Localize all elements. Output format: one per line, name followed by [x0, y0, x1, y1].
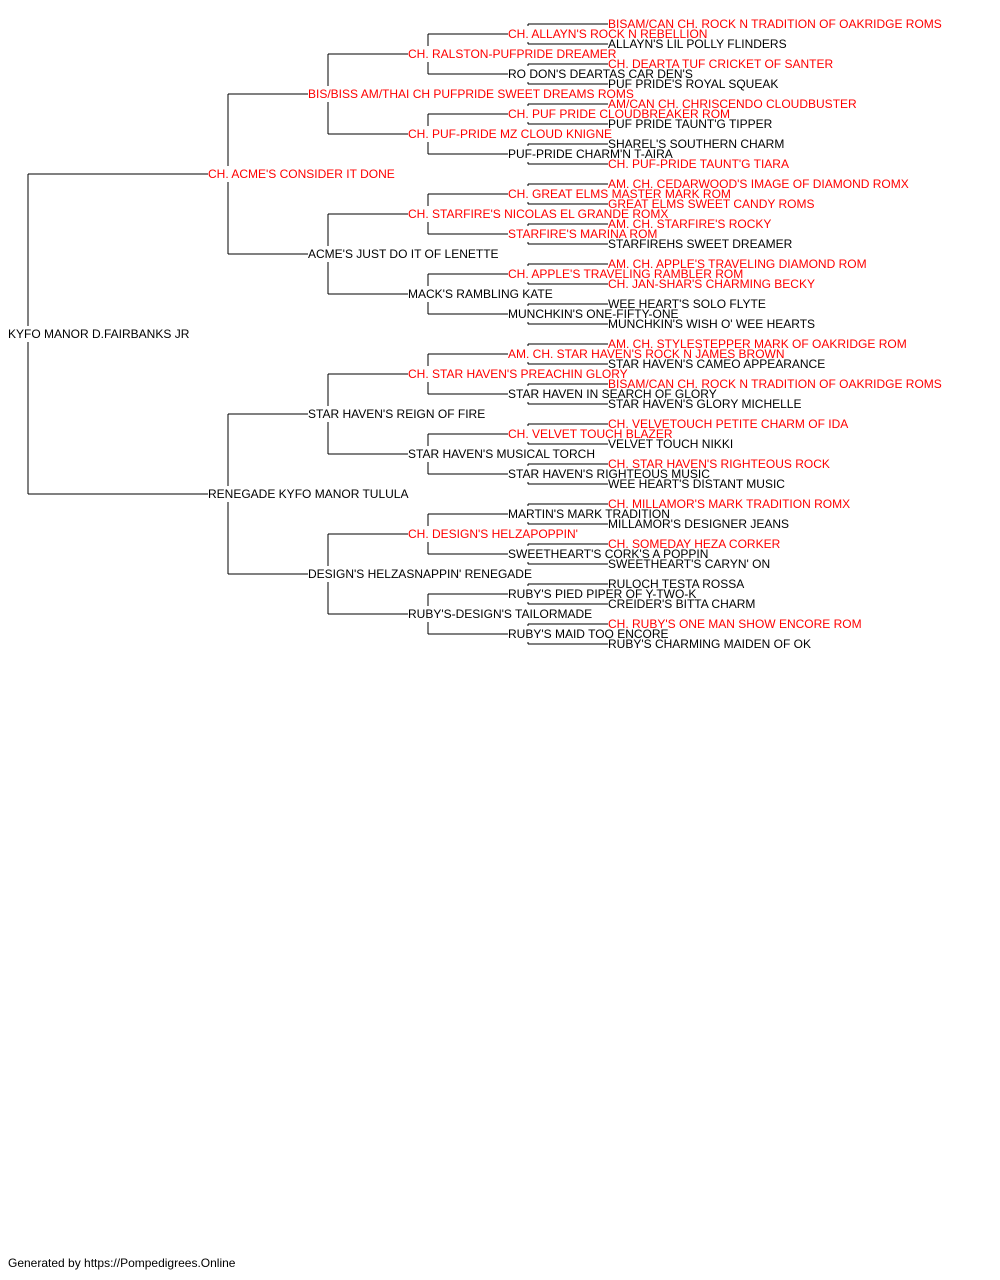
ancestor-gen5-name: AM. CH. STARFIRE'S ROCKY [608, 217, 771, 231]
ancestor-gen5-name: RULOCH TESTA ROSSA [608, 577, 744, 591]
ancestor-gen4-name: CH. GREAT ELMS MASTER MARK ROM [508, 187, 731, 201]
generated-by-footer: Generated by https://Pompedigrees.Online [8, 1256, 236, 1270]
ancestor-gen5-name: STAR HAVEN'S CAMEO APPEARANCE [608, 357, 825, 371]
ancestor-gen5-name: AM. CH. STYLESTEPPER MARK OF OAKRIDGE RO… [608, 337, 907, 351]
ancestor-gen5-name: CREIDER'S BITTA CHARM [608, 597, 755, 611]
great-grandparent-name: CH. STARFIRE'S NICOLAS EL GRANDE ROMX [408, 207, 668, 221]
ancestor-gen4-name: STAR HAVEN IN SEARCH OF GLORY [508, 387, 717, 401]
ancestor-gen4-name: STARFIRE'S MARINA ROM [508, 227, 657, 241]
ancestor-gen5-name: RUBY'S CHARMING MAIDEN OF OK [608, 637, 811, 651]
ancestor-gen5-name: MUNCHKIN'S WISH O' WEE HEARTS [608, 317, 815, 331]
ancestor-gen5-name: CH. DEARTA TUF CRICKET OF SANTER [608, 57, 833, 71]
ancestor-gen4-name: RUBY'S PIED PIPER OF Y-TWO-K [508, 587, 696, 601]
great-grandparent-name: STAR HAVEN'S MUSICAL TORCH [408, 447, 595, 461]
ancestor-gen5-name: AM. CH. CEDARWOOD'S IMAGE OF DIAMOND ROM… [608, 177, 909, 191]
ancestor-gen5-name: PUF PRIDE'S ROYAL SQUEAK [608, 77, 778, 91]
ancestor-gen4-name: STAR HAVEN'S RIGHTEOUS MUSIC [508, 467, 710, 481]
parent-name: CH. ACME'S CONSIDER IT DONE [208, 167, 395, 181]
ancestor-gen5-name: CH. JAN-SHAR'S CHARMING BECKY [608, 277, 815, 291]
ancestor-gen4-name: CH. ALLAYN'S ROCK N REBELLION [508, 27, 707, 41]
great-grandparent-name: CH. STAR HAVEN'S PREACHIN GLORY [408, 367, 628, 381]
great-grandparent-name: CH. DESIGN'S HELZAPOPPIN' [408, 527, 578, 541]
ancestor-gen5-name: AM/CAN CH. CHRISCENDO CLOUDBUSTER [608, 97, 857, 111]
ancestor-gen4-name: PUF-PRIDE CHARM'N T-AIRA [508, 147, 673, 161]
ancestor-gen5-name: GREAT ELMS SWEET CANDY ROMS [608, 197, 814, 211]
ancestor-gen5-name: STARFIREHS SWEET DREAMER [608, 237, 793, 251]
ancestor-gen4-name: RO DON'S DEARTAS CAR DEN'S [508, 67, 693, 81]
grandparent-name: DESIGN'S HELZASNAPPIN' RENEGADE [308, 567, 532, 581]
grandparent-name: BIS/BISS AM/THAI CH PUFPRIDE SWEET DREAM… [308, 87, 634, 101]
ancestor-gen5-name: WEE HEART'S SOLO FLYTE [608, 297, 766, 311]
great-grandparent-name: CH. PUF-PRIDE MZ CLOUD KNIGNE [408, 127, 612, 141]
great-grandparent-name: RUBY'S-DESIGN'S TAILORMADE [408, 607, 592, 621]
ancestor-gen4-name: RUBY'S MAID TOO ENCORE [508, 627, 669, 641]
ancestor-gen5-name: WEE HEART'S DISTANT MUSIC [608, 477, 785, 491]
grandparent-name: STAR HAVEN'S REIGN OF FIRE [308, 407, 485, 421]
ancestor-gen4-name: CH. APPLE'S TRAVELING RAMBLER ROM [508, 267, 743, 281]
ancestor-gen5-name: CH. SOMEDAY HEZA CORKER [608, 537, 781, 551]
ancestor-gen5-name: PUF PRIDE TAUNT'G TIPPER [608, 117, 773, 131]
ancestor-gen5-name: CH. PUF-PRIDE TAUNT'G TIARA [608, 157, 789, 171]
ancestor-gen5-name: SWEETHEART'S CARYN' ON [608, 557, 770, 571]
ancestor-gen5-name: CH. RUBY'S ONE MAN SHOW ENCORE ROM [608, 617, 862, 631]
ancestor-gen4-name: MARTIN'S MARK TRADITION [508, 507, 670, 521]
ancestor-gen4-name: AM. CH. STAR HAVEN'S ROCK N JAMES BROWN [508, 347, 785, 361]
ancestor-gen4-name: MUNCHKIN'S ONE-FIFTY-ONE [508, 307, 679, 321]
ancestor-gen5-name: SHAREL'S SOUTHERN CHARM [608, 137, 784, 151]
ancestor-gen5-name: MILLAMOR'S DESIGNER JEANS [608, 517, 789, 531]
ancestor-gen5-name: CH. VELVETOUCH PETITE CHARM OF IDA [608, 417, 848, 431]
ancestor-gen5-name: ALLAYN'S LIL POLLY FLINDERS [608, 37, 787, 51]
ancestor-gen5-name: BISAM/CAN CH. ROCK N TRADITION OF OAKRID… [608, 377, 942, 391]
ancestor-gen4-name: SWEETHEART'S CORK'S A POPPIN [508, 547, 708, 561]
ancestor-gen5-name: AM. CH. APPLE'S TRAVELING DIAMOND ROM [608, 257, 867, 271]
parent-name: RENEGADE KYFO MANOR TULULA [208, 487, 408, 501]
ancestor-gen4-name: CH. PUF PRIDE CLOUDBREAKER ROM [508, 107, 730, 121]
ancestor-gen4-name: CH. VELVET TOUCH BLAZER [508, 427, 673, 441]
ancestor-gen5-name: CH. STAR HAVEN'S RIGHTEOUS ROCK [608, 457, 830, 471]
subject-name: KYFO MANOR D.FAIRBANKS JR [8, 327, 190, 341]
ancestor-gen5-name: CH. MILLAMOR'S MARK TRADITION ROMX [608, 497, 850, 511]
grandparent-name: ACME'S JUST DO IT OF LENETTE [308, 247, 499, 261]
ancestor-gen5-name: BISAM/CAN CH. ROCK N TRADITION OF OAKRID… [608, 17, 942, 31]
ancestor-gen5-name: STAR HAVEN'S GLORY MICHELLE [608, 397, 801, 411]
great-grandparent-name: MACK'S RAMBLING KATE [408, 287, 553, 301]
ancestor-gen5-name: VELVET TOUCH NIKKI [608, 437, 733, 451]
great-grandparent-name: CH. RALSTON-PUFPRIDE DREAMER [408, 47, 617, 61]
